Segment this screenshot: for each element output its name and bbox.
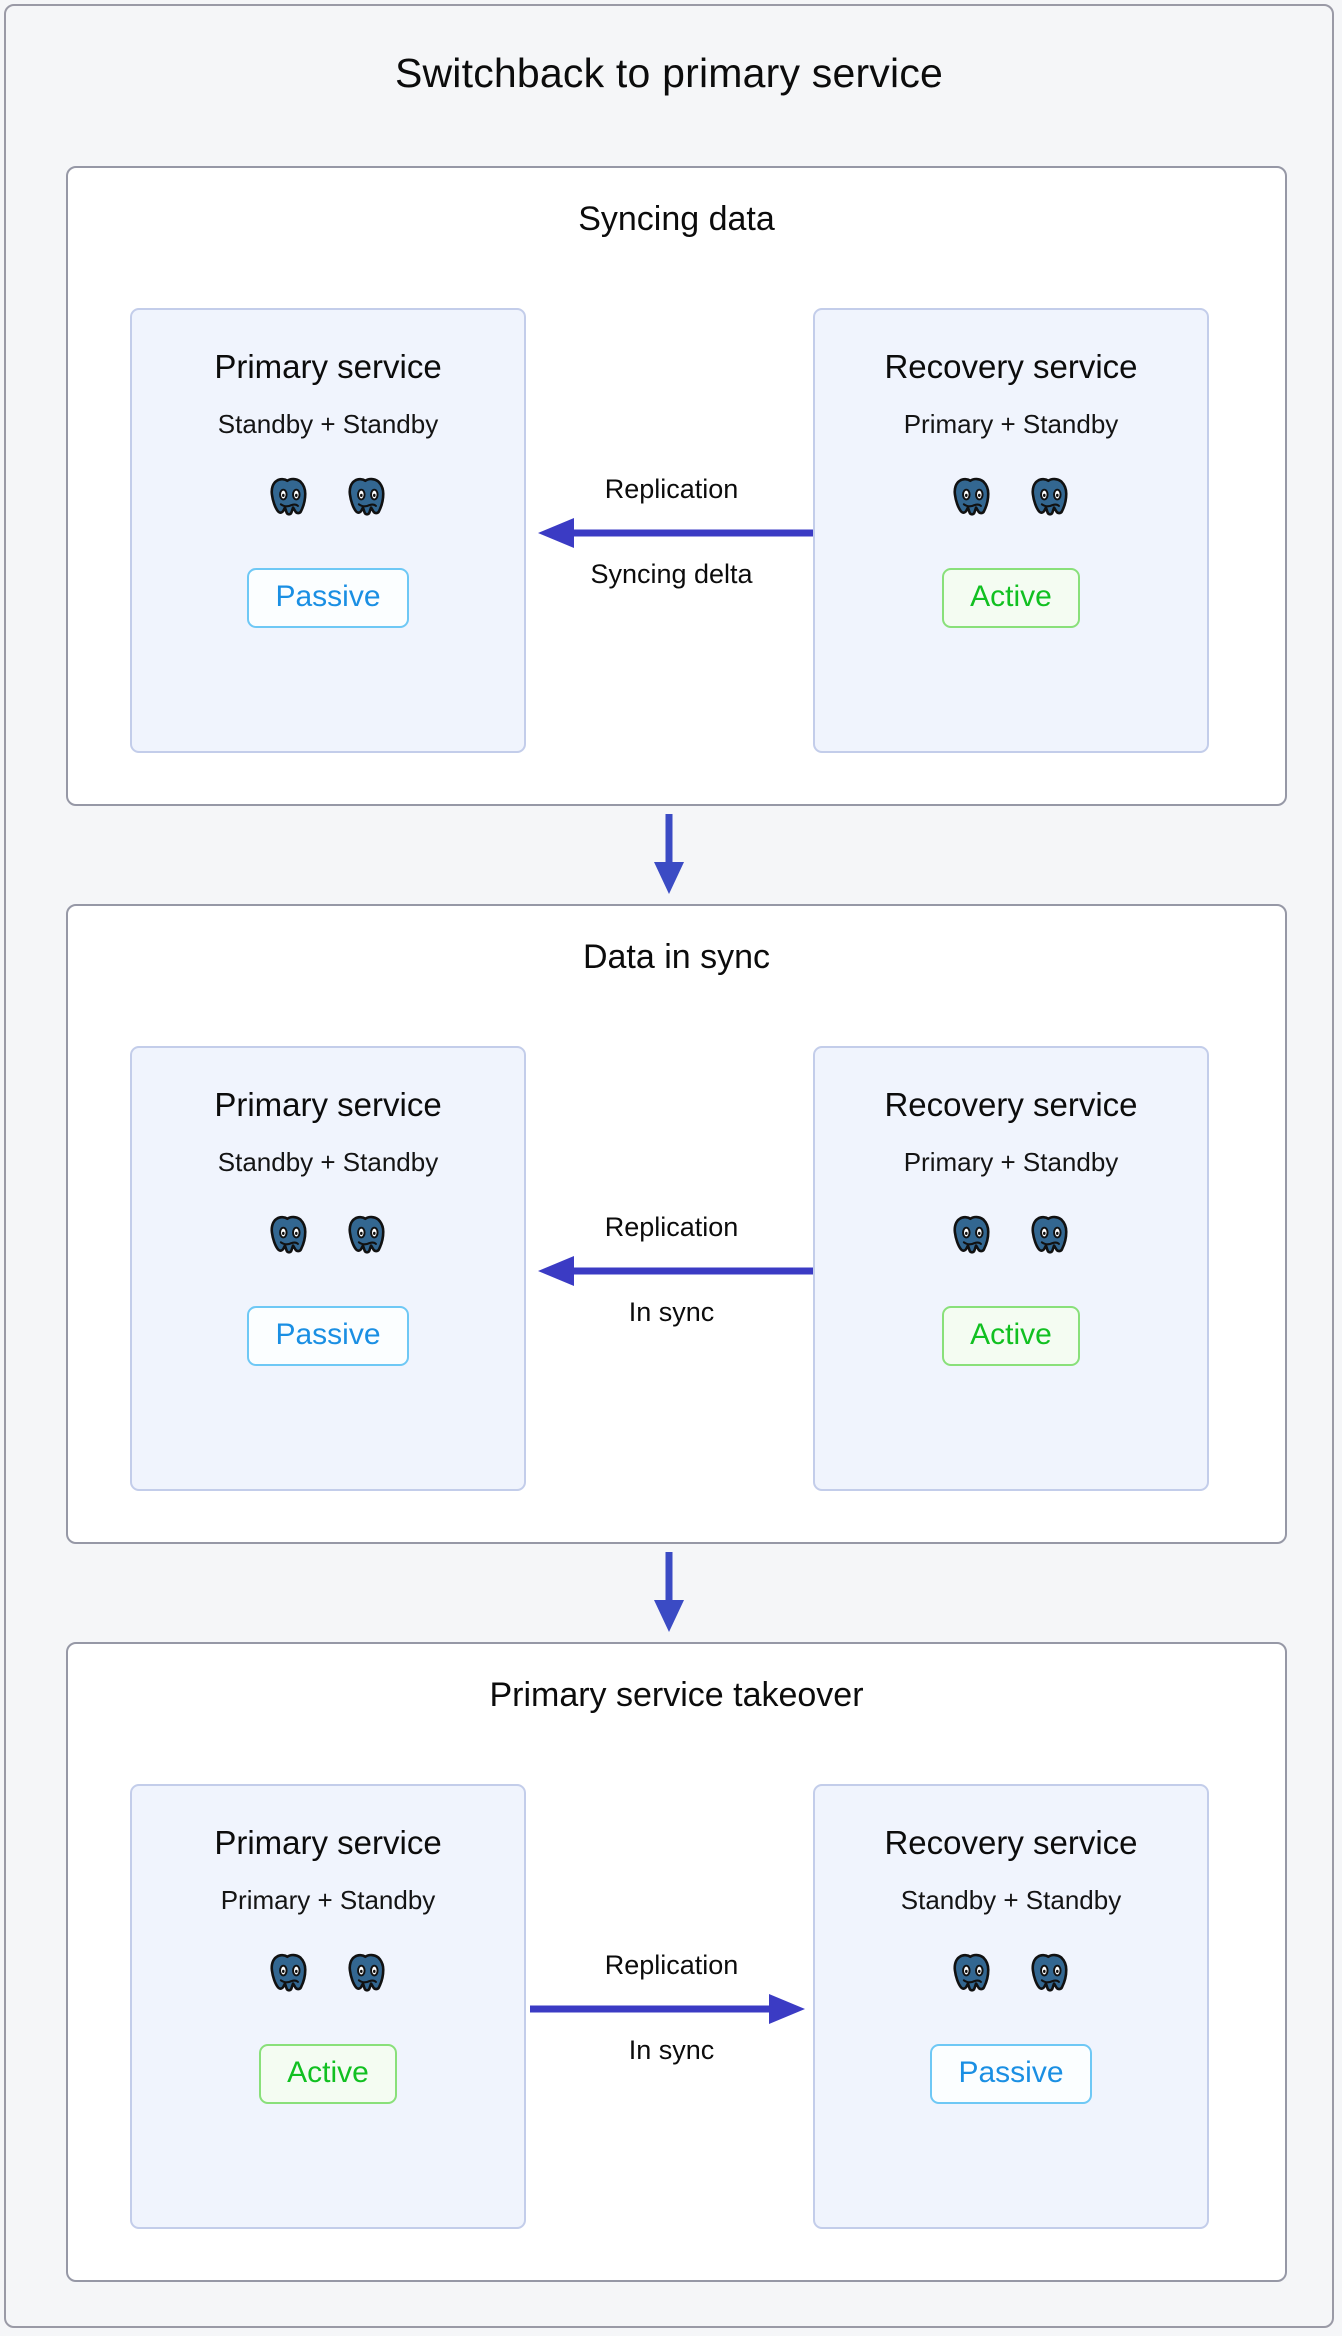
replication-label-top: Replication bbox=[604, 1950, 739, 1980]
service-roles: Primary + Standby bbox=[903, 1147, 1119, 1177]
status-badge: Passive bbox=[930, 2044, 1092, 2104]
postgres-elephant-icon bbox=[1024, 1947, 1076, 2004]
service-nodes bbox=[263, 1947, 393, 2004]
postgres-elephant-icon bbox=[341, 1209, 393, 1266]
service-roles: Primary + Standby bbox=[903, 409, 1119, 439]
postgres-elephant-icon bbox=[263, 471, 315, 528]
service-nodes bbox=[946, 471, 1076, 528]
left-arrow-icon bbox=[538, 1256, 813, 1286]
stage-connector bbox=[6, 806, 1332, 904]
service-name: Primary service bbox=[214, 1824, 442, 1861]
postgres-elephant-icon bbox=[946, 1209, 998, 1266]
service-nodes bbox=[946, 1209, 1076, 1266]
status-badge: Active bbox=[259, 2044, 397, 2104]
down-arrow-icon bbox=[654, 814, 684, 894]
service-nodes bbox=[263, 471, 393, 528]
service-box-recovery[interactable]: Recovery service Standby + Standby Passi… bbox=[813, 1784, 1209, 2229]
service-name: Recovery service bbox=[884, 1824, 1138, 1861]
postgres-elephant-icon bbox=[263, 1209, 315, 1266]
postgres-elephant-icon bbox=[341, 1947, 393, 2004]
stage-title: Data in sync bbox=[582, 938, 771, 976]
down-arrow-icon bbox=[654, 1552, 684, 1632]
stage-panel-primary-service-takeover: Primary service takeover Primary service… bbox=[66, 1642, 1287, 2282]
service-box-primary[interactable]: Primary service Standby + Standby Passiv… bbox=[130, 1046, 526, 1491]
page-title: Switchback to primary service bbox=[394, 50, 944, 96]
service-name: Primary service bbox=[214, 348, 442, 385]
postgres-elephant-icon bbox=[1024, 471, 1076, 528]
replication-label-bottom: In sync bbox=[628, 1297, 715, 1327]
stage-panel-data-in-sync: Data in sync Primary service Standby + S… bbox=[66, 904, 1287, 1544]
replication-label-bottom: Syncing delta bbox=[590, 559, 753, 589]
replication-link: Replication In sync bbox=[530, 1046, 813, 1491]
left-arrow-icon bbox=[538, 518, 813, 548]
status-badge: Passive bbox=[247, 1306, 409, 1366]
postgres-elephant-icon bbox=[946, 471, 998, 528]
service-name: Primary service bbox=[214, 1086, 442, 1123]
postgres-elephant-icon bbox=[263, 1947, 315, 2004]
service-box-recovery[interactable]: Recovery service Primary + Standby Activ… bbox=[813, 308, 1209, 753]
status-badge: Active bbox=[942, 1306, 1080, 1366]
status-badge: Active bbox=[942, 568, 1080, 628]
replication-label-top: Replication bbox=[604, 1212, 739, 1242]
service-roles: Primary + Standby bbox=[220, 1885, 436, 1915]
service-nodes bbox=[946, 1947, 1076, 2004]
postgres-elephant-icon bbox=[946, 1947, 998, 2004]
stage-connector bbox=[6, 1544, 1332, 1642]
stage-panel-syncing-data: Syncing data Primary service Standby + S… bbox=[66, 166, 1287, 806]
service-name: Recovery service bbox=[884, 1086, 1138, 1123]
service-box-recovery[interactable]: Recovery service Primary + Standby Activ… bbox=[813, 1046, 1209, 1491]
replication-label-bottom: In sync bbox=[628, 2035, 715, 2065]
replication-label-top: Replication bbox=[604, 474, 739, 504]
service-roles: Standby + Standby bbox=[217, 1147, 439, 1177]
status-badge: Passive bbox=[247, 568, 409, 628]
service-roles: Standby + Standby bbox=[217, 409, 439, 439]
replication-link: Replication In sync bbox=[530, 1784, 813, 2229]
postgres-elephant-icon bbox=[1024, 1209, 1076, 1266]
stage-title: Syncing data bbox=[578, 200, 775, 238]
right-arrow-icon bbox=[530, 1994, 805, 2024]
service-name: Recovery service bbox=[884, 348, 1138, 385]
service-box-primary[interactable]: Primary service Standby + Standby Passiv… bbox=[130, 308, 526, 753]
diagram-frame: Switchback to primary service Syncing da… bbox=[4, 4, 1334, 2328]
service-nodes bbox=[263, 1209, 393, 1266]
postgres-elephant-icon bbox=[341, 471, 393, 528]
replication-link: Replication Syncing delta bbox=[530, 308, 813, 753]
service-roles: Standby + Standby bbox=[900, 1885, 1122, 1915]
service-box-primary[interactable]: Primary service Primary + Standby Active bbox=[130, 1784, 526, 2229]
stage-title: Primary service takeover bbox=[489, 1676, 864, 1714]
